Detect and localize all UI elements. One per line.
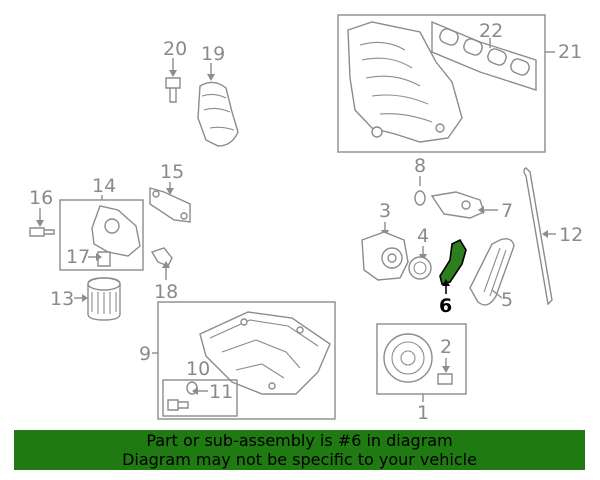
callout-16[interactable]: 16 — [29, 187, 53, 209]
callout-21[interactable]: 21 — [558, 41, 582, 63]
callout-17[interactable]: 17 — [66, 246, 90, 268]
dipstick-group: 12 — [523, 167, 583, 306]
callout-19[interactable]: 19 — [201, 43, 225, 65]
callout-18[interactable]: 18 — [154, 281, 178, 303]
callout-22[interactable]: 22 — [479, 20, 503, 42]
callout-9[interactable]: 9 — [139, 343, 151, 365]
gasket-15-part[interactable] — [149, 187, 191, 223]
sensor-18-part[interactable] — [150, 247, 173, 267]
timing-chain-group: 5 — [469, 238, 515, 311]
callout-8[interactable]: 8 — [414, 155, 426, 177]
info-banner: Part or sub-assembly is #6 in diagram Di… — [14, 430, 585, 470]
component-19-part[interactable] — [197, 81, 239, 147]
damper-group: 2 1 — [376, 323, 467, 424]
timing-chain-part[interactable] — [469, 238, 515, 306]
intake-manifold-box — [337, 14, 546, 153]
oil-pan-group: 9 10 11 — [139, 301, 336, 420]
intake-manifold-group: 21 22 — [337, 14, 582, 153]
crank-damper-part[interactable] — [383, 333, 433, 383]
callout-1[interactable]: 1 — [417, 402, 429, 424]
sprocket-4-part[interactable] — [408, 256, 432, 280]
drain-plug-part[interactable] — [167, 399, 189, 411]
filter-adapter-group: 14 17 16 — [29, 175, 144, 271]
intake-manifold-part[interactable] — [347, 21, 463, 143]
callout-3[interactable]: 3 — [379, 200, 391, 222]
chain-guide-6-part[interactable] — [439, 238, 467, 285]
bolt-20-part[interactable] — [165, 77, 181, 103]
bolt-16-part[interactable] — [29, 227, 55, 237]
sensor-19-group: 20 19 — [163, 38, 239, 147]
damper-bolt-2-part[interactable] — [437, 373, 453, 385]
callout-20[interactable]: 20 — [163, 38, 187, 60]
highlighted-part-6-group: 6 — [439, 238, 467, 317]
callout-10[interactable]: 10 — [186, 358, 210, 380]
filter-adapter-box — [59, 199, 144, 271]
callout-4[interactable]: 4 — [417, 225, 429, 247]
callout-7[interactable]: 7 — [501, 200, 513, 222]
callout-5[interactable]: 5 — [501, 289, 513, 311]
callout-13[interactable]: 13 — [50, 288, 74, 310]
callout-14[interactable]: 14 — [92, 175, 116, 197]
banner-line-1: Part or sub-assembly is #6 in diagram — [146, 431, 453, 450]
o-ring-8-part[interactable] — [414, 190, 426, 206]
oil-pan-box — [157, 301, 336, 420]
sensor-17-part[interactable] — [97, 251, 111, 267]
seal-8-group: 8 7 — [414, 155, 513, 222]
gasket-15-group: 15 18 — [149, 161, 191, 303]
banner-line-2: Diagram may not be specific to your vehi… — [122, 450, 477, 469]
dipstick-part[interactable] — [523, 167, 553, 306]
callout-15[interactable]: 15 — [160, 161, 184, 183]
callout-2[interactable]: 2 — [440, 336, 452, 358]
cover-7-part[interactable] — [430, 191, 485, 219]
drain-plug-box — [162, 379, 238, 417]
damper-box — [376, 323, 467, 395]
callout-6[interactable]: 6 — [439, 295, 452, 317]
oil-filter-group: 13 — [50, 277, 121, 321]
callout-12[interactable]: 12 — [559, 224, 583, 246]
pump-group: 3 4 — [361, 200, 432, 281]
callout-11[interactable]: 11 — [209, 381, 233, 403]
